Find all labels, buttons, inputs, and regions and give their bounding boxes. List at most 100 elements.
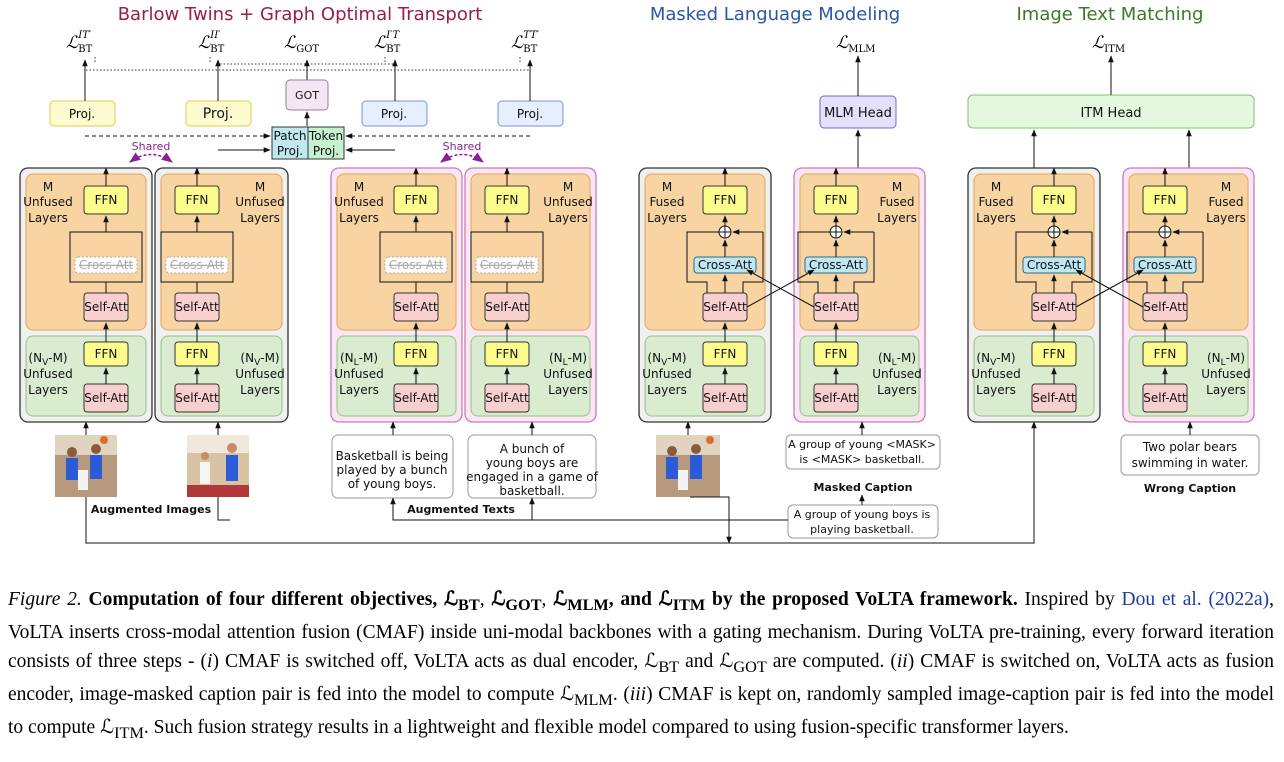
- unimodal-ffn-box-label: FFN: [95, 347, 118, 361]
- figure-caption: Figure 2. Computation of four different …: [8, 589, 1275, 743]
- lower-layers-layers: Layers: [339, 383, 379, 397]
- backbone-tower-7: MFusedLayers(NV-M)UnfusedLayersFFNSelf-A…: [967, 167, 1101, 423]
- lower-layers-layers: Layers: [240, 383, 280, 397]
- lower-layers-layers: Layers: [548, 383, 588, 397]
- svg-text:Proj.: Proj.: [203, 106, 234, 122]
- caption-bold-1: Computation of four different objectives…: [88, 589, 438, 610]
- unimodal-self-att-box-label: Self-Att: [175, 391, 219, 405]
- layers-label-m: M: [662, 180, 672, 194]
- svg-text:ℒBTIT′: ℒBTIT′: [66, 30, 93, 55]
- flow-line: [106, 231, 143, 283]
- text-aug-1: Basketball is being played by a bunch of…: [331, 434, 454, 499]
- layers-label-type: Unfused: [235, 195, 284, 209]
- caption-l-bt-2: BT: [658, 657, 680, 676]
- unimodal-ffn-box-label: FFN: [825, 347, 848, 361]
- caption-l-mlm: MLM: [567, 595, 609, 614]
- layers-label-type: Fused: [649, 195, 684, 209]
- cross-att-disabled-box: [384, 256, 448, 274]
- lower-layers-type: Unfused: [1201, 367, 1250, 381]
- unimodal-self-att-box-label: Self-Att: [394, 391, 438, 405]
- loss-got: ℒGOT: [284, 33, 319, 55]
- label-augmented-images: Augmented Images: [91, 503, 212, 516]
- itm-head: ITM Head: [967, 94, 1255, 129]
- lower-layers-layers: Layers: [877, 383, 917, 397]
- caption-comma-2: ,: [541, 589, 547, 610]
- lower-layers-type: Unfused: [543, 367, 592, 381]
- caption-l-mlm-2: MLM: [574, 690, 613, 709]
- self-att-box-label: Self-Att: [175, 300, 219, 314]
- section-title-bt-got: Barlow Twins + Graph Optimal Transport: [118, 4, 483, 25]
- cross-modal-links: [746, 269, 815, 308]
- self-att-box-label: Self-Att: [1143, 300, 1187, 314]
- layers-label-m: M: [1221, 180, 1231, 194]
- loss-mlm: ℒMLM: [836, 33, 875, 55]
- layers-label-layers: Layers: [548, 211, 588, 225]
- layers-label-type: Unfused: [543, 195, 592, 209]
- cross-att-disabled-label: Cross-Att: [170, 258, 225, 272]
- lower-layers-type: Unfused: [334, 367, 383, 381]
- svg-text:Proj.: Proj.: [313, 144, 339, 158]
- lower-layers-label: (NL-M): [340, 351, 378, 368]
- ffn-box-label: FFN: [496, 193, 519, 207]
- layers-label-type: Fused: [1208, 195, 1243, 209]
- loss-bt-ttp: ℒBTTT′: [511, 30, 540, 55]
- flow-line: [470, 231, 508, 293]
- proj-img-1: Proj.: [49, 100, 116, 127]
- cross-att-box-label: Cross-Att: [1138, 258, 1193, 272]
- layers-label-type: Fused: [879, 195, 914, 209]
- caption-and: , and: [608, 589, 652, 610]
- caption-comma-1: ,: [479, 589, 485, 610]
- shared-arrow-1: Shared: [129, 140, 173, 163]
- lower-layers-layers: Layers: [28, 383, 68, 397]
- flow-line: [69, 231, 107, 293]
- section-title-mlm: Masked Language Modeling: [650, 4, 900, 25]
- ffn-box-label: FFN: [186, 193, 209, 207]
- loss-bt-iip: ℒBTII′: [198, 30, 225, 55]
- label-masked-caption: Masked Caption: [814, 481, 913, 494]
- section-title-itm: Image Text Matching: [1017, 4, 1204, 25]
- input-arrows: [83, 421, 1193, 544]
- lower-layers-label: (NV-M): [28, 351, 67, 368]
- lower-layers-label: (NL-M): [549, 351, 587, 368]
- layers-label-layers: Layers: [647, 211, 687, 225]
- token-proj-box: Token Proj.: [307, 126, 345, 160]
- svg-text:Shared: Shared: [132, 140, 171, 153]
- citation-year[interactable]: (2022a): [1208, 589, 1270, 610]
- loss-bt-ipt: ℒBTI′T: [374, 30, 401, 55]
- caption-t7: ) CMAF is kept on, randomly sampled imag…: [8, 684, 1275, 739]
- unimodal-ffn-box-label: FFN: [1043, 347, 1066, 361]
- svg-text:A group of young boys is: A group of young boys is: [794, 508, 931, 521]
- unimodal-ffn-box-label: FFN: [714, 347, 737, 361]
- layers-label-type: Unfused: [334, 195, 383, 209]
- cross-modal-links: [1075, 269, 1144, 308]
- lower-layers-layers: Layers: [647, 383, 687, 397]
- caption-step-iii: iii: [629, 684, 647, 705]
- unimodal-ffn-box-label: FFN: [496, 347, 519, 361]
- lower-layers-type: Unfused: [971, 367, 1020, 381]
- cross-att-box-label: Cross-Att: [1027, 258, 1082, 272]
- flow-line: [416, 231, 453, 283]
- svg-text:is <MASK> basketball.: is <MASK> basketball.: [799, 453, 924, 466]
- layers-label-layers: Layers: [240, 211, 280, 225]
- lower-layers-type: Unfused: [872, 367, 921, 381]
- citation-author[interactable]: Dou et al.: [1121, 589, 1202, 610]
- proj-img-2: Proj.: [185, 100, 252, 127]
- loss-itm: ℒITM: [1092, 33, 1125, 55]
- lower-layers-type: Unfused: [642, 367, 691, 381]
- flow-line: [1126, 231, 1159, 293]
- backbone-tower-5: MFusedLayers(NV-M)UnfusedLayersFFNSelf-A…: [638, 167, 772, 423]
- patch-proj-box: Patch Proj.: [271, 126, 309, 160]
- unimodal-self-att-box-label: Self-Att: [814, 391, 858, 405]
- caption-step-ii: ii: [896, 650, 908, 672]
- proj-to-loss-arrows: [82, 59, 533, 101]
- architecture-diagram: Barlow Twins + Graph Optimal Transport M…: [19, 4, 1260, 544]
- backbone-tower-6: MFusedLayers(NL-M)UnfusedLayersFFNSelf-A…: [793, 167, 926, 423]
- self-att-box-label: Self-Att: [84, 300, 128, 314]
- caption-l-itm-2: ITM: [114, 724, 144, 743]
- backbone-tower-8: MFusedLayers(NL-M)UnfusedLayersFFNSelf-A…: [1122, 167, 1255, 423]
- unimodal-self-att-box-label: Self-Att: [703, 391, 747, 405]
- cross-att-disabled-box: [74, 256, 138, 274]
- svg-text:Shared: Shared: [443, 140, 482, 153]
- svg-text:Patch: Patch: [274, 129, 307, 143]
- svg-text:of young boys.: of young boys.: [348, 477, 437, 491]
